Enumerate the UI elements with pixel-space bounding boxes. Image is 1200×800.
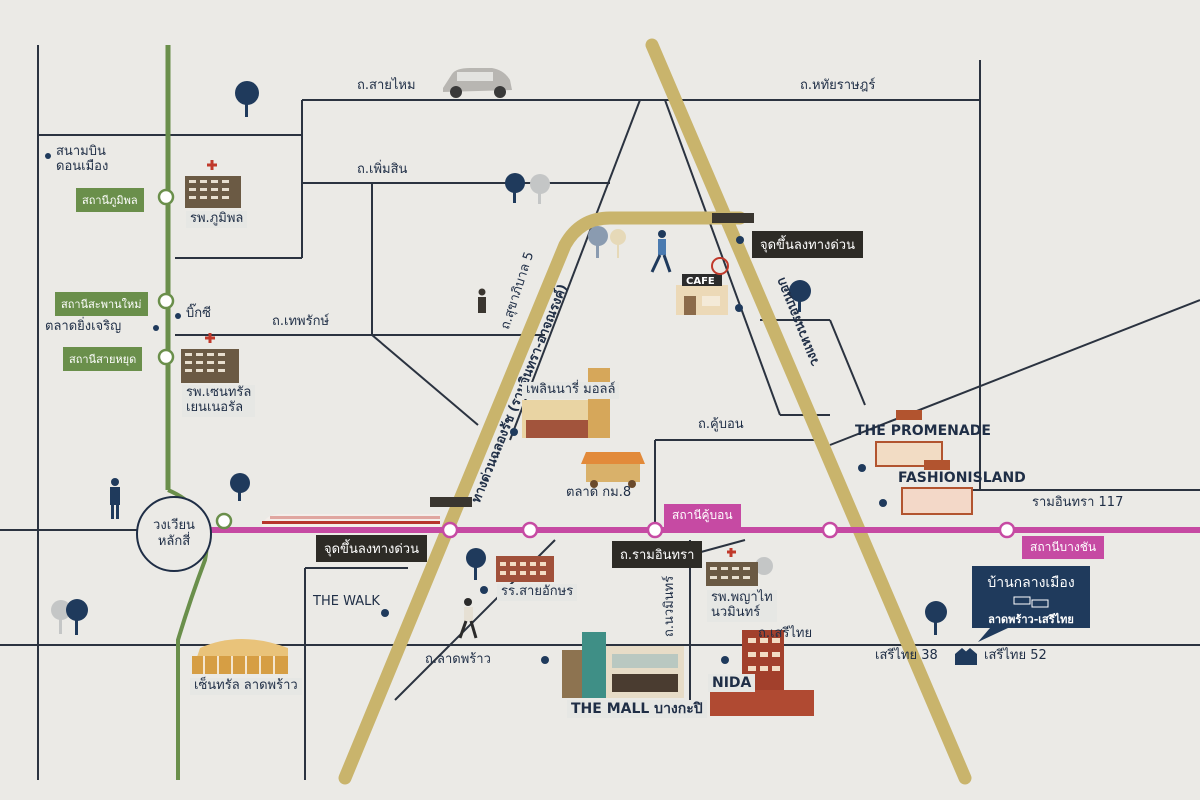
dot-fashion-island <box>879 499 887 507</box>
road-diag-1 <box>371 334 479 426</box>
place-label-the-mall: THE MALL บางกะปิ <box>567 700 707 719</box>
person-icon <box>110 230 672 639</box>
laksi-circle-label: วงเวียน หลักสี่ <box>153 518 195 549</box>
place-label-nida: NIDA <box>708 674 756 693</box>
central-ladprao-building-icon <box>192 639 288 674</box>
place-label-big-c: บิ๊กซี <box>186 306 211 321</box>
train-icon <box>262 514 440 527</box>
road-label-serithai: ถ.เสรีไทย <box>758 626 813 641</box>
road-ring-link-3 <box>829 319 866 406</box>
bhumibol-hospital-icon <box>185 160 241 208</box>
station-dot-pink-2[interactable] <box>521 521 539 539</box>
station-tag-khu-bon[interactable]: สถานีคู้บอน <box>664 504 741 527</box>
place-label-phyathai-hospital: รพ.พญาไท นวมินทร์ <box>707 590 777 622</box>
fashion-island-building-icon <box>901 460 973 515</box>
place-label-bhumibol-hospital: รพ.ภูมิพล <box>186 211 248 228</box>
station-dot-khu-bon[interactable] <box>646 521 664 539</box>
station-tag-bhumibol[interactable]: สถานีภูมิพล <box>76 188 144 212</box>
road-label-ram-inthra-117: รามอินทรา 117 <box>1032 495 1124 510</box>
cafe-building-icon <box>676 257 729 315</box>
road-label-nawamin: ถ.นวมินทร์ <box>662 575 677 637</box>
dot-airport <box>45 153 51 159</box>
place-label-central-ladprao: เซ็นทรัล ลาดพร้าว <box>190 678 302 695</box>
dot-the-walk <box>381 609 389 617</box>
place-label-fashion-mall: เพลินนารี่ มอลล์ <box>522 382 620 399</box>
road-label-ram-inthra: ถ.รามอินทรา <box>612 541 703 568</box>
station-dot-laksi[interactable] <box>215 512 233 530</box>
place-label-km8-market: ตลาด กม.8 <box>566 485 632 500</box>
road-label-lat-phrao: ถ.ลาดพร้าว <box>425 652 491 667</box>
station-tag-sai-yut[interactable]: สถานีสายหยุด <box>63 347 143 371</box>
dot-ramp-top <box>736 236 744 244</box>
school-building-icon <box>496 556 554 582</box>
station-dot-bhumibol[interactable] <box>157 188 175 206</box>
station-dot-sai-yut[interactable] <box>157 348 175 366</box>
project-subtitle: ลาดพร้าว-เสรีไทย <box>988 613 1074 626</box>
expressway-chalong-rat <box>338 211 747 785</box>
project-card[interactable]: บ้านกลางเมือง ลาดพร้าว-เสรีไทย <box>972 566 1090 628</box>
station-tag-saphan-mai[interactable]: สถานีสะพานใหม่ <box>55 292 148 316</box>
nida-building-icon <box>710 630 814 716</box>
place-label-promenade: THE PROMENADE <box>855 423 991 439</box>
cafe-sign: CAFE <box>686 276 715 287</box>
central-general-hospital-icon <box>181 333 239 383</box>
road-label-khu-bon: ถ.คู้บอน <box>698 417 744 432</box>
dot-nida <box>721 656 729 664</box>
station-dot-bang-chan[interactable] <box>998 521 1016 539</box>
dot-promenade <box>858 464 866 472</box>
ramp-marker-top <box>712 213 754 223</box>
place-label-the-walk: THE WALK <box>313 594 380 609</box>
station-tag-bang-chan[interactable]: สถานีบางชัน <box>1022 536 1105 559</box>
tree-icon <box>51 81 947 635</box>
place-label-school: รร.สายอักษร <box>497 584 578 601</box>
dot-school <box>480 586 488 594</box>
road-label-sai-mai: ถ.สายไหม <box>357 78 416 93</box>
station-dot-pink-4[interactable] <box>821 521 839 539</box>
dot-mall <box>510 428 518 436</box>
project-card-pointer <box>978 628 1008 642</box>
place-label-central-general-hospital: รพ.เซนทรัล เยนเนอรัล <box>182 385 256 417</box>
car-icon <box>443 68 512 98</box>
road-label-hathai-rat: ถ.หทัยราษฎร์ <box>800 78 876 93</box>
place-label-ying-charoen: ตลาดยิ่งเจริญ <box>45 319 122 334</box>
the-mall-building-icon <box>562 632 684 698</box>
dot-the-mall <box>541 656 549 664</box>
road-promenade <box>829 299 1200 446</box>
project-name: บ้านกลางเมือง <box>987 575 1075 591</box>
phyathai-hospital-icon <box>706 548 758 586</box>
road-label-thep-rak: ถ.เทพรักษ์ <box>272 314 330 329</box>
project-home-icon <box>955 648 977 665</box>
road-label-phoem-sin: ถ.เพิ่มสิน <box>357 162 408 177</box>
laksi-circle[interactable]: วงเวียน หลักสี่ <box>136 496 212 572</box>
expressway-outer-ring <box>645 38 972 785</box>
road-label-serithai-52: เสรีไทย 52 <box>984 648 1047 663</box>
expressway-ramp-bottom: จุดขึ้นลงทางด่วน <box>316 535 427 562</box>
road-label-serithai-38: เสรีไทย 38 <box>875 648 938 663</box>
expressway-ramp-top: จุดขึ้นลงทางด่วน <box>752 231 863 258</box>
dot-bigc <box>175 313 181 319</box>
km8-market-icon <box>581 452 645 488</box>
station-dot-saphan-mai[interactable] <box>157 292 175 310</box>
dot-cafe <box>735 304 743 312</box>
place-label-airport: สนามบิน ดอนเมือง <box>56 144 109 174</box>
dot-ying-charoen <box>153 325 159 331</box>
place-label-fashion-island: FASHIONISLAND <box>898 470 1026 486</box>
station-dot-pink-1[interactable] <box>441 521 459 539</box>
project-logo-icon <box>1013 596 1049 608</box>
ramp-marker-bottom <box>430 497 472 507</box>
